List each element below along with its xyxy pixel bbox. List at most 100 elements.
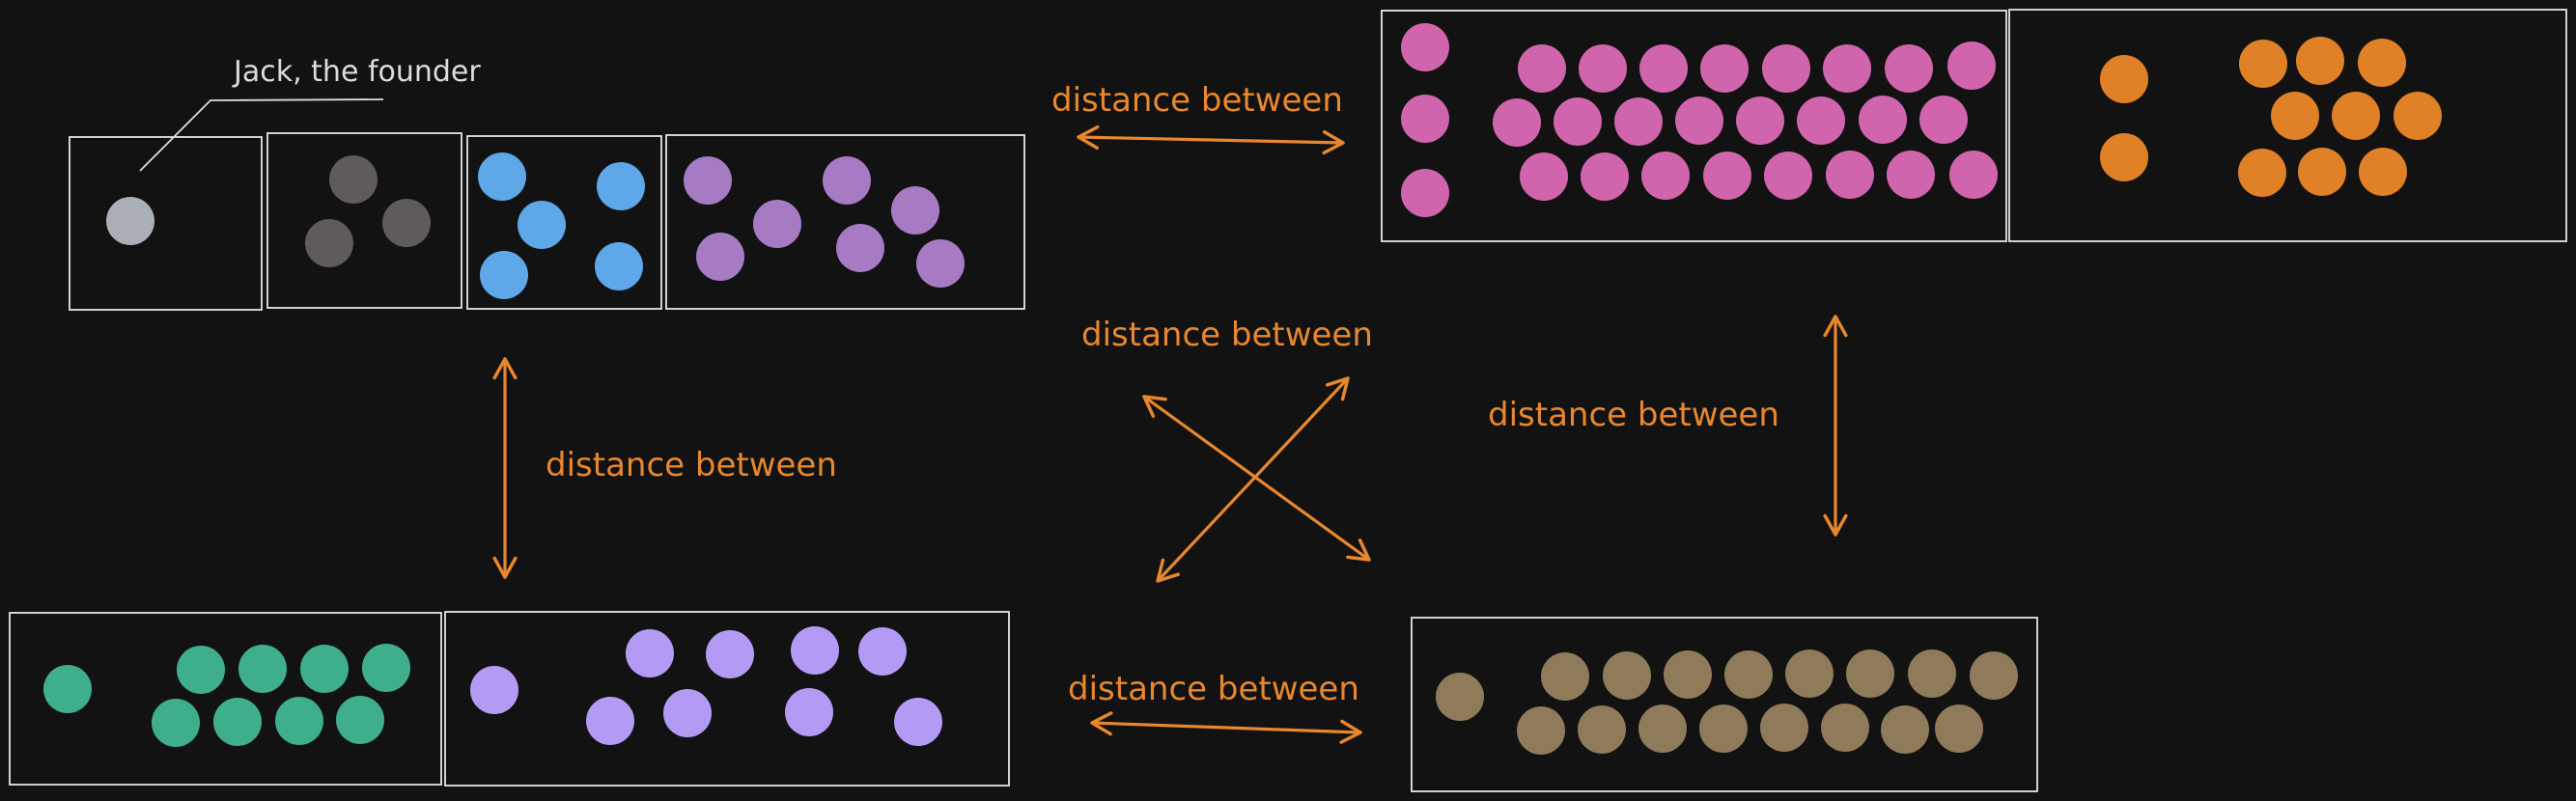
orange-person-dot	[2359, 148, 2407, 196]
tan-person-dot	[1908, 649, 1956, 698]
boxes	[9, 9, 2567, 792]
arrow-bottom-horizontal	[1090, 711, 1362, 744]
blue-person-dot	[595, 242, 643, 290]
blue-person-dot	[478, 152, 526, 201]
pink-person-dot	[1554, 97, 1602, 146]
pink-person-dot	[1641, 152, 1690, 200]
tan-person-dot	[1846, 649, 1894, 698]
orange-person-dot	[2238, 149, 2286, 197]
arrow-diagonal-down	[1142, 395, 1371, 562]
pink-person-dot	[1797, 97, 1845, 145]
purple-person-dot	[823, 156, 871, 205]
arrow-diagonal-up	[1156, 376, 1350, 583]
pink-person-dot	[1401, 95, 1449, 143]
green-person-dot	[43, 665, 92, 713]
orange-person-dot	[2358, 39, 2406, 87]
lavender-person-dot	[894, 698, 942, 746]
green-person-dot	[238, 645, 287, 693]
green-person-dot	[362, 644, 410, 692]
pink-person-dot	[1826, 151, 1874, 199]
tan-person-dot	[1664, 650, 1712, 699]
arrows	[492, 124, 1848, 744]
lavender-person-dot	[663, 689, 712, 737]
lavender-person-dot	[586, 697, 634, 745]
orange-person-dot	[2296, 37, 2344, 85]
pink-person-dot	[1493, 98, 1541, 147]
gray-person-dot	[329, 155, 378, 204]
annotation-leader-line	[139, 98, 384, 172]
pink-person-dot	[1885, 44, 1933, 93]
pink-person-dot	[1764, 152, 1812, 200]
box-purple	[665, 134, 1025, 310]
pink-person-dot	[1639, 44, 1688, 93]
orange-person-dot	[2298, 148, 2346, 196]
box-founder	[69, 136, 263, 311]
box-gray	[266, 132, 462, 309]
pink-person-dot	[1520, 152, 1568, 201]
tan-person-dot	[1760, 704, 1808, 752]
orange-person-dot	[2239, 40, 2287, 88]
lavender-person-dot	[858, 627, 907, 676]
annotation-label: Jack, the founder	[232, 55, 481, 89]
green-person-dot	[213, 698, 262, 746]
tan-person-dot	[1517, 706, 1565, 755]
blue-person-dot	[597, 162, 645, 210]
founder-person-dot	[106, 197, 154, 245]
tan-person-dot	[1935, 704, 1983, 753]
lavender-person-dot	[706, 630, 754, 678]
box-orange	[2008, 9, 2567, 242]
label-bottom-horizontal: distance between	[1068, 670, 1359, 708]
tan-person-dot	[1821, 704, 1869, 752]
green-person-dot	[177, 646, 225, 694]
box-tan	[1411, 617, 2038, 792]
pink-person-dot	[1675, 97, 1723, 145]
lavender-person-dot	[626, 629, 674, 677]
lavender-person-dot	[791, 626, 839, 675]
box-lavender	[444, 611, 1010, 787]
green-person-dot	[300, 645, 349, 693]
pink-person-dot	[1736, 97, 1784, 145]
group-lavender-dots	[470, 626, 942, 746]
purple-person-dot	[916, 239, 965, 288]
tan-person-dot	[1970, 651, 2018, 700]
pink-person-dot	[1703, 152, 1751, 200]
pink-person-dot	[1700, 44, 1749, 93]
green-person-dot	[152, 699, 200, 747]
tan-person-dot	[1436, 673, 1484, 721]
gray-person-dot	[305, 219, 353, 267]
purple-person-dot	[836, 224, 884, 272]
label-left-vertical: distance between	[546, 446, 837, 484]
group-founder-dots	[106, 197, 154, 245]
purple-person-dot	[891, 186, 939, 235]
group-blue-dots	[478, 152, 645, 299]
purple-person-dot	[696, 233, 744, 281]
lavender-person-dot	[785, 688, 833, 736]
group-tan-dots	[1436, 649, 2018, 755]
blue-person-dot	[480, 251, 528, 299]
box-blue	[466, 135, 662, 310]
pink-person-dot	[1887, 151, 1935, 199]
box-pink	[1381, 10, 2007, 242]
tan-person-dot	[1578, 705, 1626, 754]
pink-person-dot	[1762, 44, 1810, 93]
pink-person-dot	[1518, 44, 1566, 93]
blue-person-dot	[518, 201, 566, 249]
orange-person-dot	[2100, 55, 2148, 103]
tan-person-dot	[1785, 649, 1834, 698]
tan-person-dot	[1724, 650, 1773, 699]
orange-person-dot	[2332, 92, 2380, 140]
purple-person-dot	[684, 156, 732, 205]
group-gray-dots	[305, 155, 431, 267]
group-green-dots	[43, 644, 410, 747]
dot-groups	[43, 23, 2442, 755]
pink-person-dot	[1823, 44, 1871, 93]
green-person-dot	[275, 697, 323, 745]
label-center: distance between	[1081, 316, 1373, 354]
orange-person-dot	[2100, 133, 2148, 181]
pink-person-dot	[1919, 96, 1968, 144]
orange-person-dot	[2394, 92, 2442, 140]
pink-person-dot	[1579, 44, 1627, 93]
group-purple-dots	[684, 156, 965, 288]
orange-person-dot	[2271, 92, 2319, 140]
tan-person-dot	[1881, 705, 1929, 754]
